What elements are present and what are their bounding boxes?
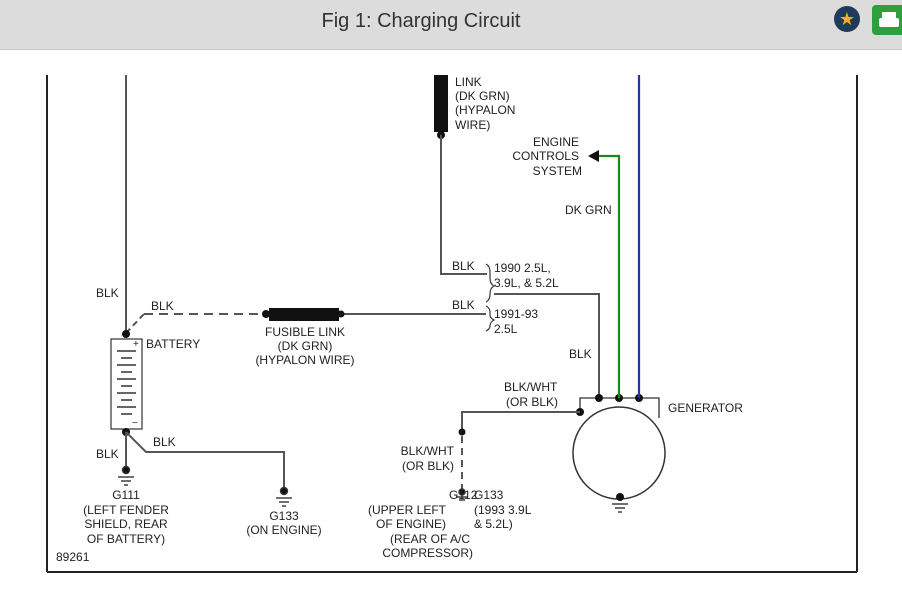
svg-text:COMPRESSOR): COMPRESSOR) (382, 546, 473, 560)
svg-text:ENGINE: ENGINE (533, 135, 579, 149)
ground-symbol-g112 (456, 488, 468, 501)
fusible-link-label: FUSIBLE LINK (DK GRN) (HYPALON WIRE) (255, 325, 354, 367)
svg-text:(OR BLK): (OR BLK) (402, 459, 454, 473)
dk-grn-label: DK GRN (565, 203, 612, 217)
link-hypalon-wire (434, 75, 448, 132)
svg-text:(ON ENGINE): (ON ENGINE) (246, 523, 321, 537)
ground-symbol-g111 (118, 465, 134, 486)
blk-wht-terminal (458, 428, 466, 436)
svg-text:G111: G111 (112, 488, 140, 502)
engine-controls-arrow (588, 150, 599, 162)
svg-text:3.9L, & 5.2L: 3.9L, & 5.2L (494, 276, 559, 290)
svg-text:G112: G112 (449, 488, 478, 502)
svg-text:SYSTEM: SYSTEM (533, 164, 582, 178)
engine-controls-label: ENGINE CONTROLS SYSTEM (512, 135, 582, 178)
svg-text:(DK GRN): (DK GRN) (278, 339, 333, 353)
svg-text:WIRE): WIRE) (455, 118, 490, 132)
g133-engine-wire (125, 431, 285, 490)
ground-symbol-g133-engine (276, 486, 292, 507)
svg-text:(LEFT FENDER: (LEFT FENDER (83, 503, 169, 517)
g112-label: G112 (UPPER LEFT OF ENGINE) (REAR OF A/C… (368, 488, 478, 560)
note-1991-label: 1991-93 2.5L (494, 307, 538, 336)
svg-text:1990 2.5L,: 1990 2.5L, (494, 261, 551, 275)
g133-engine-label: G133 (ON ENGINE) (246, 509, 321, 537)
page-title: Fig 1: Charging Circuit (321, 10, 521, 32)
title-bar: Fig 1: Charging Circuit ★ (0, 0, 902, 50)
blk-wht-wire (461, 411, 580, 432)
svg-text:LINK: LINK (455, 75, 482, 89)
fusible-link-body (269, 308, 339, 321)
svg-text:(OR BLK): (OR BLK) (506, 395, 558, 409)
svg-text:1991-93: 1991-93 (494, 307, 538, 321)
svg-text:SHIELD, REAR: SHIELD, REAR (84, 517, 168, 531)
svg-text:(1993 3.9L: (1993 3.9L (474, 503, 532, 517)
g133-1993-label: G133 (1993 3.9L & 5.2L) (474, 488, 532, 531)
svg-text:CONTROLS: CONTROLS (512, 149, 579, 163)
fusible-right-terminal (337, 310, 345, 318)
svg-text:BLK/WHT: BLK/WHT (504, 380, 558, 394)
fusible-left-terminal (262, 310, 270, 318)
blk-left-top-label: BLK (96, 286, 119, 300)
diagram-frame (46, 75, 858, 573)
svg-text:(DK GRN): (DK GRN) (455, 89, 510, 103)
print-button[interactable] (872, 5, 902, 35)
figure-number: 89261 (56, 550, 90, 564)
blk-wht-upper-label: BLK/WHT (OR BLK) (504, 380, 558, 409)
blk-generator-label: BLK (569, 347, 592, 361)
blk-left-bottom-label: BLK (96, 447, 119, 461)
svg-text:−: − (132, 418, 138, 429)
brace-1990 (485, 263, 496, 303)
charging-circuit-diagram: + − (46, 75, 858, 573)
blk-upper-label: BLK (452, 259, 475, 273)
svg-text:(REAR OF A/C: (REAR OF A/C (390, 532, 470, 546)
svg-text:(UPPER LEFT: (UPPER LEFT (368, 503, 447, 517)
svg-text:FUSIBLE LINK: FUSIBLE LINK (265, 325, 345, 339)
battery-symbol: + − (110, 330, 143, 436)
battery-label: BATTERY (146, 337, 200, 351)
link-top-label: LINK (DK GRN) (HYPALON WIRE) (455, 75, 515, 132)
brace-1991 (485, 305, 496, 332)
svg-text:OF ENGINE): OF ENGINE) (376, 517, 446, 531)
svg-text:BLK/WHT: BLK/WHT (401, 444, 455, 458)
blk-g133-label: BLK (153, 435, 176, 449)
blk-wht-lower-label: BLK/WHT (OR BLK) (401, 444, 455, 473)
dk-grn-wire (598, 154, 621, 398)
link-blk-wire (440, 135, 487, 275)
favorite-button[interactable]: ★ (834, 6, 860, 32)
svg-text:& 5.2L): & 5.2L) (474, 517, 513, 531)
blk-lower-label: BLK (452, 298, 475, 312)
svg-text:G133: G133 (269, 509, 299, 523)
svg-text:OF BATTERY): OF BATTERY) (87, 532, 165, 546)
svg-text:(HYPALON WIRE): (HYPALON WIRE) (255, 353, 354, 367)
dashed-blk-diagonal (125, 313, 145, 334)
svg-text:+: + (133, 339, 139, 350)
generator-blk-wire (494, 293, 600, 398)
svg-text:2.5L: 2.5L (494, 322, 518, 336)
generator-label: GENERATOR (668, 401, 743, 415)
svg-text:G133: G133 (474, 488, 504, 502)
blk-dashed-label: BLK (151, 299, 174, 313)
generator-symbol (572, 394, 666, 513)
star-icon: ★ (838, 9, 856, 29)
note-1990-label: 1990 2.5L, 3.9L, & 5.2L (494, 261, 559, 290)
svg-text:(HYPALON: (HYPALON (455, 103, 515, 117)
g111-label: G111 (LEFT FENDER SHIELD, REAR OF BATTER… (83, 488, 169, 546)
